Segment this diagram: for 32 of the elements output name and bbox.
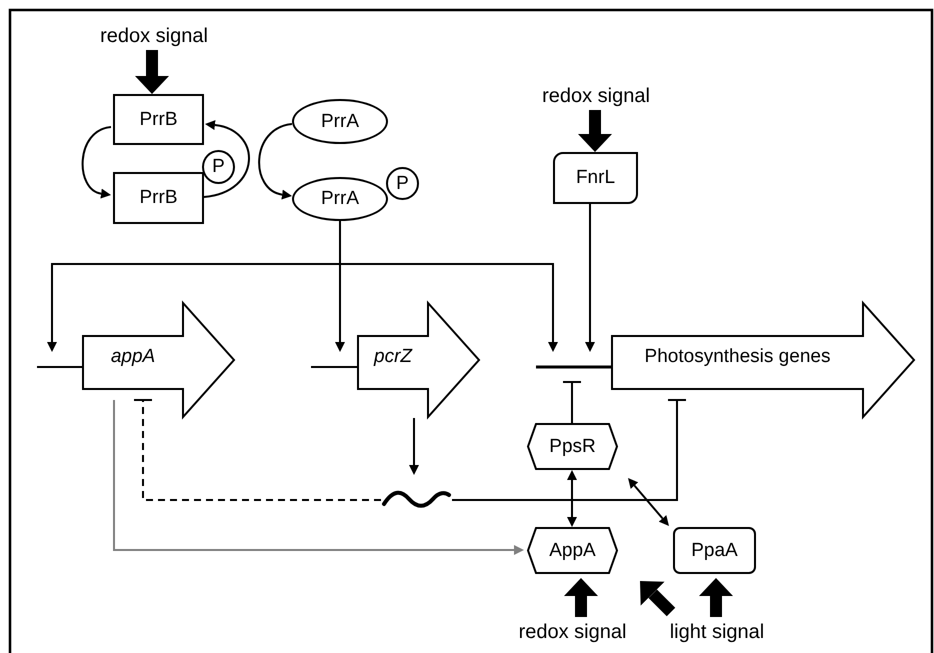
protein-hexagon: PpsR (527, 423, 618, 470)
arrow (204, 120, 250, 198)
protein-ellipse: PrrA (292, 99, 388, 144)
phosphate-circle: P (386, 167, 419, 200)
block-arrow (578, 110, 612, 152)
protein-ellipse: PrrA (292, 177, 388, 221)
arrow (585, 204, 595, 352)
signal-label: redox signal (88, 22, 220, 50)
signal-label: light signal (657, 617, 777, 647)
signal-label: redox signal (505, 617, 640, 647)
inhibition-line (133, 399, 381, 501)
arrow (567, 470, 577, 527)
block-arrow (135, 50, 169, 94)
inhibition-line (562, 381, 582, 423)
protein-box: PpaA (673, 527, 756, 574)
signal-label: redox signal (530, 82, 662, 110)
arrow (113, 400, 524, 555)
protein-box: PrrB (113, 172, 204, 224)
mrna-squiggle (381, 488, 452, 510)
protein-box: FnrL (553, 152, 638, 204)
arrow (258, 123, 292, 200)
protein-box: PrrB (113, 94, 204, 145)
protein-hexagon: AppA (527, 527, 618, 574)
phosphate-circle: P (202, 150, 235, 184)
arrow (82, 126, 112, 198)
inhibition-line (452, 399, 687, 501)
arrow (409, 418, 419, 475)
block-arrow (564, 578, 598, 617)
block-arrow (640, 581, 676, 616)
block-arrow (699, 578, 733, 617)
arrow (628, 478, 669, 526)
arrow (339, 221, 558, 352)
